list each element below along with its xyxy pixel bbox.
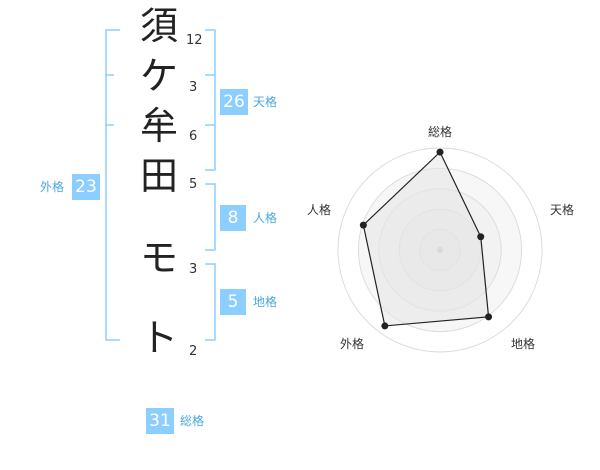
jinkaku-bracket	[205, 183, 216, 251]
gaikaku-bracket	[105, 29, 120, 341]
name-char-3: 牟	[139, 104, 178, 148]
radar-point-2	[485, 313, 493, 321]
radar-axis-label-gaikaku: 外格	[340, 337, 365, 351]
jinkaku-badge: 8	[220, 205, 246, 231]
gaikaku-badge: 23	[72, 174, 100, 200]
radar-axis-label-chikaku: 地格	[511, 337, 536, 351]
soukaku-label: 総格	[180, 414, 205, 428]
stroke-count-6: 2	[189, 344, 198, 359]
tenkaku-label: 天格	[253, 95, 278, 109]
chikaku-bracket	[205, 263, 216, 341]
chikaku-badge: 5	[220, 289, 246, 315]
gaikaku-label: 外格	[40, 180, 65, 194]
name-char-5: モ	[139, 236, 178, 280]
name-char-2: ケ	[139, 54, 178, 98]
stroke-count-2: 3	[189, 80, 198, 95]
tenkaku-badge: 26	[220, 89, 248, 115]
stroke-count-1: 12	[186, 33, 203, 48]
radar-point-4	[359, 221, 367, 229]
radar-axis-label-tenkaku: 天格	[550, 203, 575, 217]
radar-point-1	[477, 233, 485, 241]
name-char-1: 須	[139, 4, 178, 48]
radar-series-polygon	[362, 151, 490, 327]
radar-point-0	[436, 148, 444, 156]
chikaku-label: 地格	[253, 295, 278, 309]
stroke-count-4: 5	[189, 177, 198, 192]
radar-point-3	[381, 322, 389, 330]
tenkaku-bracket	[205, 29, 216, 171]
name-char-4: 田	[139, 154, 178, 198]
radar-axis-label-jinkaku: 人格	[307, 203, 332, 217]
soukaku-badge: 31	[146, 408, 174, 434]
name-char-6: ト	[139, 316, 178, 360]
jinkaku-label: 人格	[253, 211, 278, 225]
stroke-count-3: 6	[189, 129, 198, 144]
radar-axis-label-soukaku: 総格	[428, 125, 453, 139]
stroke-count-5: 3	[189, 262, 198, 277]
